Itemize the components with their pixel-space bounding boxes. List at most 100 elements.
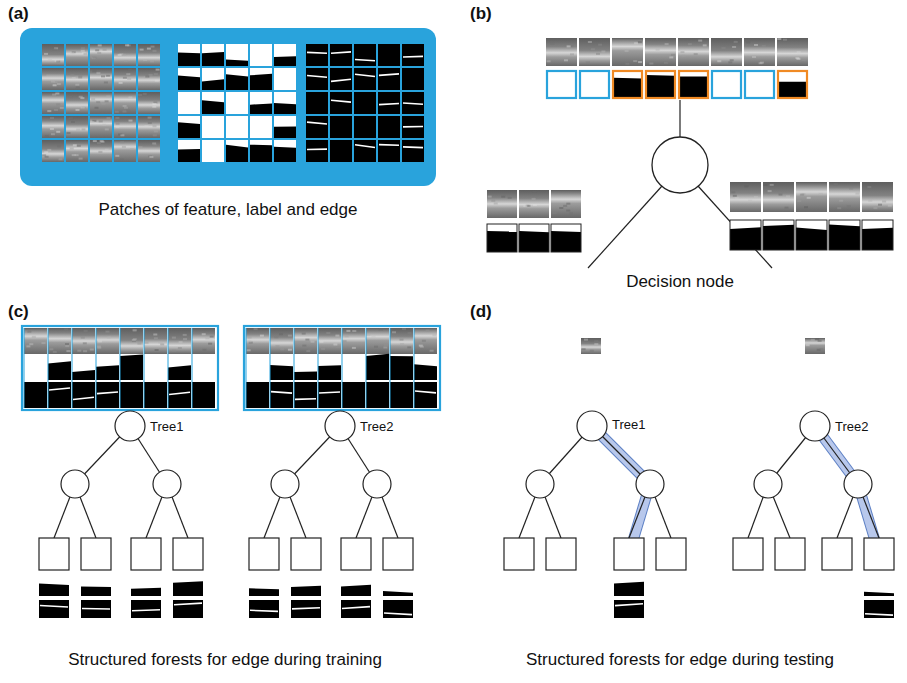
edge-patch [318, 382, 341, 408]
feature-patch [90, 116, 112, 138]
patch-texture [102, 103, 106, 105]
feature-patch [138, 116, 160, 138]
label-region [414, 364, 437, 380]
patch-texture [130, 146, 134, 148]
patch-divider [120, 328, 121, 408]
edge-patch [72, 382, 95, 408]
patch-texture [72, 154, 76, 156]
label-patch [202, 68, 224, 90]
patch-border [519, 224, 549, 252]
label-patch [226, 92, 248, 114]
patch-texture [590, 340, 594, 342]
patch-texture [32, 336, 36, 338]
patch-texture [114, 350, 118, 352]
label-region [168, 365, 191, 380]
patch-texture [147, 48, 151, 50]
patch-texture [84, 53, 88, 55]
patch-texture [665, 43, 669, 45]
patch-texture [145, 76, 149, 78]
edge-patch [354, 44, 376, 66]
patch-texture [48, 59, 52, 61]
label-patch [829, 220, 860, 250]
patch-texture [400, 339, 404, 341]
decision-circle [652, 137, 708, 193]
leaf-node [131, 538, 161, 570]
edge-patch [354, 116, 376, 138]
patch-texture [302, 345, 306, 347]
feature-patch [114, 116, 136, 138]
feature-patch [42, 140, 64, 162]
edge-line [307, 148, 327, 150]
label-patch [862, 220, 893, 250]
label-patch [48, 356, 71, 380]
root-node [115, 411, 145, 441]
patch-texture [76, 86, 80, 88]
patch-texture [722, 47, 726, 49]
patch-texture [732, 46, 736, 48]
patch-texture [882, 201, 886, 203]
patch-texture [143, 93, 147, 95]
feature-patch [270, 328, 293, 354]
patch-texture [770, 184, 774, 186]
patch-texture [105, 149, 109, 151]
patch-texture [501, 196, 505, 198]
patch-texture [408, 332, 412, 334]
patch-border [547, 71, 576, 98]
feature-patch [390, 328, 413, 354]
patch-texture [107, 337, 111, 339]
patch-texture [735, 197, 739, 199]
patch-texture [77, 145, 81, 147]
label-patch [246, 356, 269, 380]
patch-texture [97, 347, 101, 349]
feature-patch [579, 38, 610, 66]
patch-texture [768, 190, 772, 192]
label-patch [291, 578, 321, 596]
patch-texture [105, 128, 109, 130]
feature-patch [66, 44, 88, 66]
tree-name: Tree2 [835, 419, 868, 435]
patch-texture [140, 49, 144, 51]
patch-texture [688, 43, 692, 45]
patch-texture [133, 338, 137, 340]
label-patch [250, 140, 272, 162]
patch-texture [202, 333, 206, 335]
patch-texture [274, 336, 278, 338]
patch-texture [407, 346, 411, 348]
patch-divider [246, 328, 247, 408]
patch-texture [649, 63, 653, 65]
patch-texture [56, 131, 60, 133]
patch-texture [326, 332, 330, 334]
label-region [487, 231, 517, 252]
label-patch [144, 356, 167, 380]
patch-texture [730, 59, 734, 61]
patch-texture [97, 142, 101, 144]
label-patch [318, 356, 341, 380]
edge-line [355, 60, 375, 61]
patch-texture [420, 346, 424, 348]
edge-line [82, 608, 110, 610]
patch-texture [837, 207, 841, 209]
patch-border [580, 71, 609, 98]
label-patch [614, 578, 644, 596]
label-region [178, 149, 200, 162]
patch-texture [570, 53, 574, 55]
patch-divider [144, 328, 145, 408]
split-node [363, 470, 391, 498]
edge-patch [378, 140, 400, 162]
patch-texture [867, 186, 871, 188]
label-patch [173, 578, 203, 596]
patch-texture [100, 140, 104, 142]
patch-texture [847, 205, 851, 207]
label-patch [342, 356, 365, 380]
feature-patch [42, 92, 64, 114]
tree-branch [679, 100, 680, 137]
patch-texture [664, 62, 668, 64]
patch-texture [598, 44, 602, 46]
patch-texture [78, 75, 82, 77]
edge-patch [383, 600, 413, 618]
patch-texture [126, 110, 130, 112]
feature-patch [612, 38, 643, 66]
feature-patch [777, 38, 808, 66]
edge-line [271, 392, 292, 393]
edge-patch [354, 68, 376, 90]
